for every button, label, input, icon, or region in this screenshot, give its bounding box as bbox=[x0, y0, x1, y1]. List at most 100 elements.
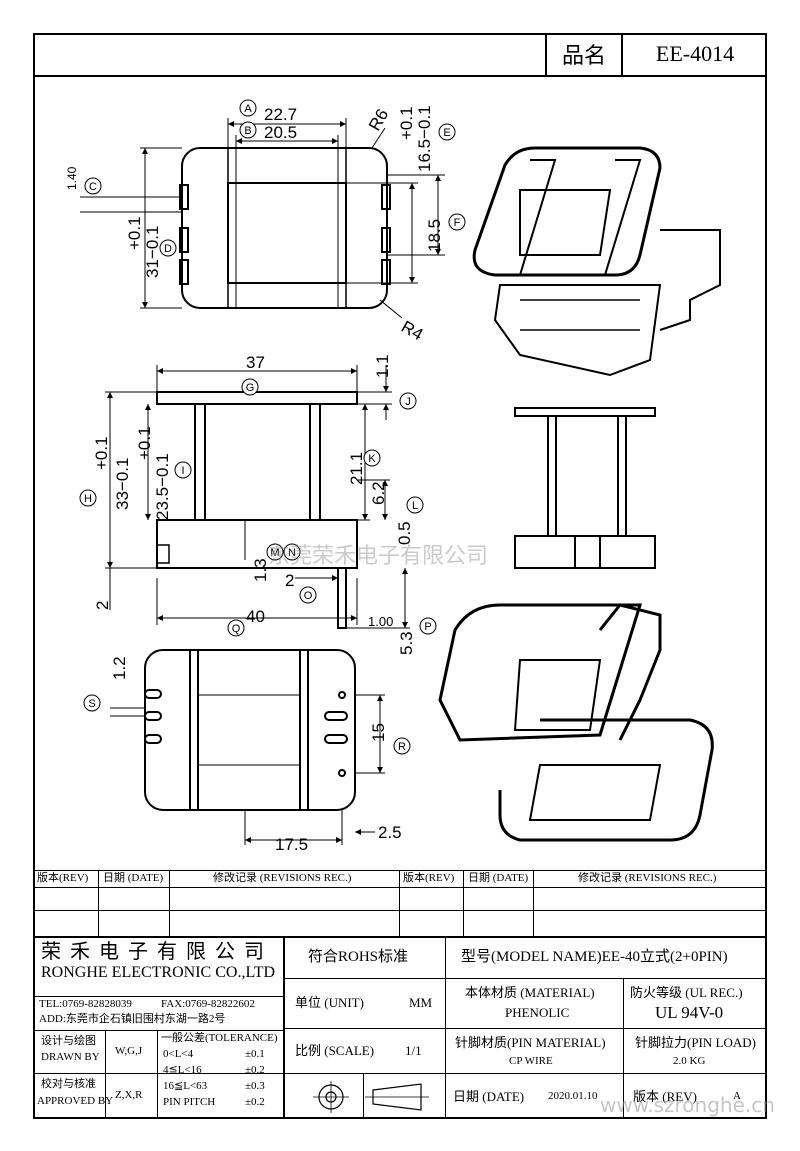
date-col-header-2: 日期 (DATE) bbox=[468, 872, 529, 884]
tol-range-2: 4≦L<16 bbox=[163, 1064, 202, 1076]
top-view bbox=[80, 118, 445, 319]
drawn-by-label: DRAWN BY bbox=[41, 1051, 100, 1063]
tol-val-4: ±0.2 bbox=[245, 1096, 265, 1108]
marker-b: B bbox=[244, 125, 251, 137]
dim-n: 0.5 bbox=[395, 521, 414, 545]
fire-rating-value: UL 94V-0 bbox=[655, 1003, 724, 1022]
marker-e: E bbox=[443, 127, 450, 139]
dim-a: 22.7 bbox=[264, 105, 297, 124]
dim-s: 1.2 bbox=[110, 656, 129, 680]
marker-e-circle bbox=[438, 123, 456, 141]
pin-material-value: CP WIRE bbox=[509, 1055, 553, 1067]
unit-value: MM bbox=[409, 995, 433, 1010]
dim-i-val: 23.5−0.1 bbox=[153, 453, 172, 520]
top-view-window bbox=[227, 182, 347, 284]
drawn-by-value: W,G,J bbox=[115, 1045, 143, 1057]
tolerance-title: 一般公差(TOLERANCE) bbox=[161, 1032, 278, 1044]
tol-val-1: ±0.1 bbox=[245, 1048, 265, 1060]
fire-rating-label: 防火等级 (UL REC.) bbox=[630, 985, 743, 1000]
technical-drawing: 22.7 20.5 R6 +0.1 16.5−0.1 1.40 +0.1 31−… bbox=[65, 99, 721, 854]
scale-value: 1/1 bbox=[405, 1043, 422, 1058]
dim-l: 6.2 bbox=[369, 481, 388, 505]
dim-g: 37 bbox=[246, 353, 265, 372]
dim-e-tol: +0.1 bbox=[397, 106, 416, 140]
company-name-cn: 荣 禾 电 子 有 限 公 司 bbox=[41, 941, 266, 963]
dim-h-val: 33−0.1 bbox=[113, 458, 132, 510]
side-view bbox=[514, 407, 656, 569]
marker-n-circle bbox=[283, 543, 301, 561]
marker-h-circle bbox=[79, 489, 97, 507]
dim-r4: R4 bbox=[398, 317, 426, 344]
marker-s: S bbox=[88, 698, 95, 710]
marker-j: J bbox=[405, 396, 411, 408]
date-value: 2020.01.10 bbox=[548, 1090, 598, 1102]
marker-p-circle bbox=[419, 617, 437, 635]
dim-d-tol: +0.1 bbox=[125, 216, 144, 250]
rec-col-header-2: 修改记录 (REVISIONS REC.) bbox=[578, 872, 717, 884]
dim-p-b: 5.3 bbox=[397, 631, 416, 655]
rev-col-header-2: 版本(REV) bbox=[403, 872, 455, 884]
marker-p: P bbox=[424, 621, 431, 633]
date-label: 日期 (DATE) bbox=[453, 1089, 525, 1104]
dim-k: 21.1 bbox=[347, 452, 366, 485]
pin-load-value: 2.0 KG bbox=[673, 1055, 706, 1067]
dim-d-val: 31−0.1 bbox=[143, 226, 162, 278]
title-block: 荣 禾 电 子 有 限 公 司 RONGHE ELECTRONIC CO.,LT… bbox=[33, 938, 767, 1119]
model-name: 型号(MODEL NAME)EE-40立式(2+0PIN) bbox=[461, 949, 728, 965]
tol-range-3: 16≦L<63 bbox=[163, 1080, 208, 1092]
marker-h: H bbox=[84, 493, 92, 505]
marker-q-circle bbox=[227, 619, 245, 637]
header-divider bbox=[33, 75, 767, 77]
unit-label: 单位 (UNIT) bbox=[295, 995, 364, 1010]
revision-table: 版本(REV) 日期 (DATE) 修改记录 (REVISIONS REC.) … bbox=[33, 870, 767, 938]
check-label: 校对与核准 bbox=[41, 1078, 96, 1090]
dim-e-val: 16.5−0.1 bbox=[415, 105, 434, 172]
date-col-header: 日期 (DATE) bbox=[103, 872, 164, 884]
company-fax: FAX:0769-82822602 bbox=[161, 998, 255, 1010]
marker-q: Q bbox=[232, 623, 241, 635]
approved-by-value: Z,X,R bbox=[115, 1089, 143, 1101]
dim-o: 2 bbox=[285, 571, 294, 590]
dim-c: 1.40 bbox=[65, 166, 79, 190]
dim-r: 15 bbox=[369, 723, 388, 742]
marker-i-circle bbox=[174, 461, 192, 479]
marker-l-circle bbox=[406, 496, 424, 514]
tol-val-2: ±0.2 bbox=[245, 1064, 265, 1076]
dim-p-a: 1.00 bbox=[368, 614, 393, 629]
tol-range-1: 0<L<4 bbox=[163, 1048, 194, 1060]
dim-f: 18.5 bbox=[425, 219, 444, 252]
marker-d: D bbox=[164, 243, 172, 255]
projection-symbol bbox=[313, 1081, 429, 1113]
marker-o: O bbox=[304, 590, 313, 602]
marker-f: F bbox=[454, 217, 461, 229]
company-tel: TEL:0769-82828039 bbox=[39, 998, 132, 1010]
marker-d-circle bbox=[159, 239, 177, 257]
marker-c: C bbox=[89, 181, 97, 193]
dim-b: 20.5 bbox=[264, 123, 297, 142]
watermark-site: www.szronghe.cn bbox=[600, 1093, 775, 1117]
part-label-cell: 品名 bbox=[545, 33, 621, 75]
marker-l: L bbox=[412, 500, 418, 512]
marker-i: I bbox=[181, 465, 184, 477]
marker-m-circle bbox=[266, 543, 284, 561]
approved-by-label: APPROVED BY bbox=[37, 1095, 114, 1107]
part-number: EE-4014 bbox=[655, 41, 735, 66]
marker-c-circle bbox=[84, 177, 102, 195]
marker-g-circle bbox=[241, 378, 259, 396]
rec-col-header: 修改记录 (REVISIONS REC.) bbox=[213, 872, 352, 884]
rev-value: A bbox=[733, 1090, 741, 1102]
front-pin bbox=[337, 567, 347, 629]
company-address: ADD:东莞市企石镇旧围村东湖一路2号 bbox=[39, 1013, 226, 1025]
dim-m: 1.3 bbox=[251, 558, 270, 582]
marker-b-circle bbox=[239, 121, 257, 139]
rev-col-header: 版本(REV) bbox=[37, 872, 89, 884]
dim-i-tol: +0.1 bbox=[135, 426, 154, 460]
front-top-flange bbox=[156, 391, 358, 405]
design-label: 设计与绘图 bbox=[41, 1035, 96, 1047]
dim-2: 2 bbox=[93, 601, 112, 610]
marker-r: R bbox=[398, 741, 406, 753]
marker-f-circle bbox=[448, 213, 466, 231]
part-number-cell: EE-4014 bbox=[621, 33, 767, 75]
marker-k-circle bbox=[363, 449, 381, 467]
pin-material-label: 针脚材质(PIN MATERIAL) bbox=[455, 1035, 606, 1050]
